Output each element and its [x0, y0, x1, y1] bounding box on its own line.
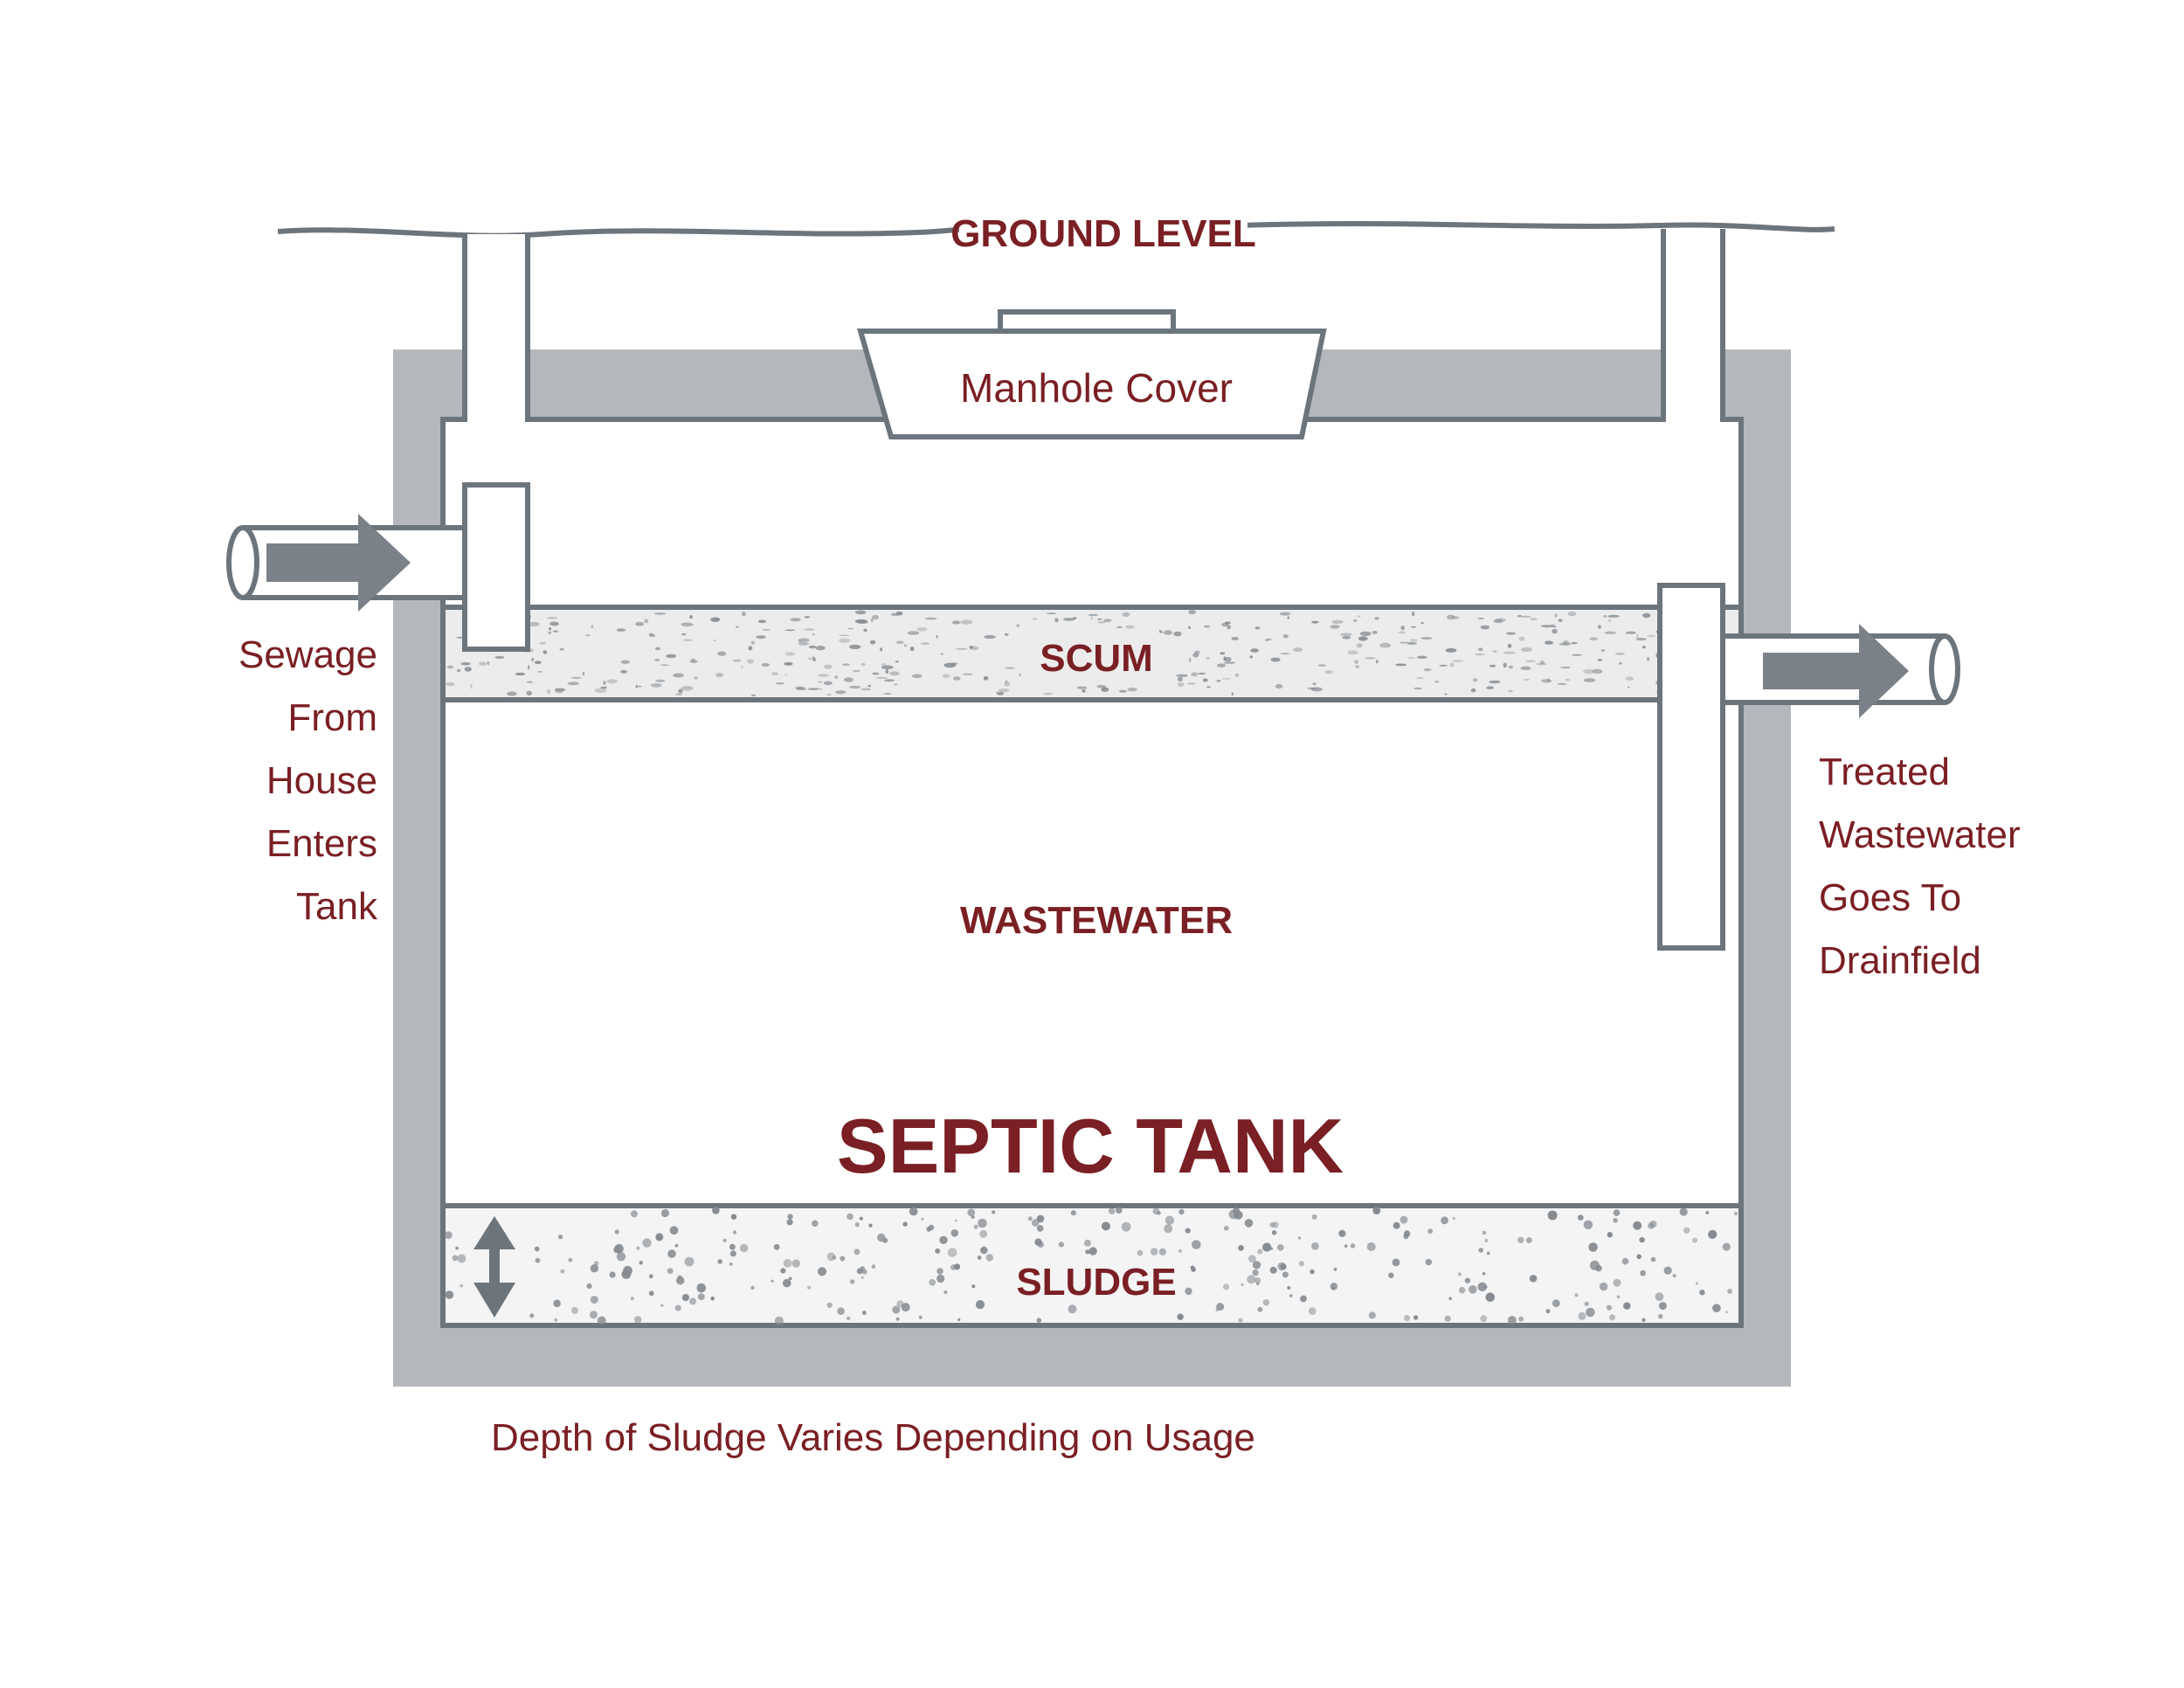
sludge-layer [440, 1203, 1744, 1328]
outlet-description: Treated Wastewater Goes To Drainfield [1819, 751, 2021, 982]
scum-label: SCUM [1040, 637, 1153, 680]
manhole-cover-label: Manhole Cover [960, 365, 1233, 411]
inlet-line: From [287, 696, 377, 739]
wastewater-label: WASTEWATER [960, 899, 1233, 942]
outlet-line: Goes To [1819, 876, 1961, 919]
ground-level-line [277, 221, 1835, 239]
manhole-cover [857, 309, 1327, 439]
double-arrow-vertical-icon [473, 1216, 515, 1318]
sludge-label: SLUDGE [1016, 1261, 1176, 1304]
sludge-texture [444, 1207, 1738, 1325]
inlet-riser-pipe [465, 234, 528, 425]
outlet-riser-pipe [1663, 229, 1723, 423]
inlet-line: Sewage [238, 633, 377, 676]
ground-level-label: GROUND LEVEL [950, 212, 1256, 255]
tank-interior [440, 417, 1744, 1328]
sludge-depth-note: Depth of Sludge Varies Depending on Usag… [491, 1416, 1255, 1459]
outlet-line: Treated [1819, 751, 1950, 793]
outlet-tee [1657, 583, 1725, 951]
outlet-line: Wastewater [1819, 813, 2021, 856]
arrow-right-icon [1763, 624, 1909, 718]
inlet-line: Tank [296, 885, 378, 928]
inlet-line: Enters [266, 822, 377, 865]
inlet-line: House [266, 759, 377, 802]
diagram-title: SEPTIC TANK [837, 1103, 1344, 1189]
scum-texture [446, 609, 1738, 696]
inlet-description: Sewage From House Enters Tank [238, 633, 378, 928]
inlet-tee [462, 482, 530, 652]
outlet-line: Drainfield [1819, 939, 1981, 982]
arrow-right-icon [266, 514, 411, 612]
